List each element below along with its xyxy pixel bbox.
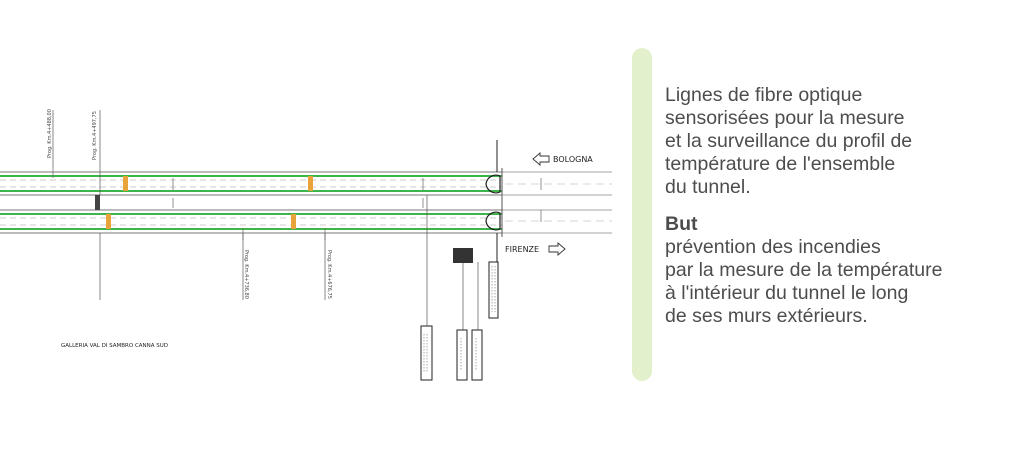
description-text: Lignes de fibre optique sensorisées pour…	[665, 84, 1005, 199]
cross-passage-marker	[95, 195, 100, 210]
direction-arrow-bologna: BOLOGNA	[532, 152, 593, 166]
chainage-label: Prog. Km.4+676,75	[326, 250, 332, 299]
description-panel: Lignes de fibre optique sensorisées pour…	[665, 84, 1005, 328]
direction-arrow-firenze: FIRENZE	[505, 242, 566, 256]
goal-line: prévention des incendies	[665, 236, 881, 258]
goal-line: à l'intérieur du tunnel le long	[665, 282, 909, 304]
signal-panel	[456, 329, 468, 381]
goal-text: prévention des incendies par la mesure d…	[665, 236, 1005, 328]
svg-text:FIRENZE: FIRENZE	[505, 245, 539, 254]
connector-marker	[291, 214, 296, 229]
accent-bar	[632, 48, 652, 381]
tunnel-tube-north	[0, 171, 502, 196]
chainage-label: Prog. Km.4+497,75	[92, 111, 98, 160]
connector-marker	[106, 214, 111, 229]
equipment-panels	[420, 248, 499, 381]
tunnel-technical-drawing: Prog. Km.4+488,00 Prog. Km.4+497,75 Prog…	[0, 109, 612, 381]
junction-box	[488, 261, 499, 319]
gallery-name: GALLERIA VAL DI SAMBRO CANNA SUD	[61, 343, 168, 349]
goal-line: par la mesure de la température	[665, 259, 943, 281]
description-line: Lignes de fibre optique	[665, 84, 863, 106]
tunnel-tube-south	[0, 209, 502, 234]
tunnel-exit-section	[501, 168, 612, 237]
tunnel-portal	[485, 140, 501, 278]
connector-marker	[308, 176, 313, 191]
description-line: et la surveillance du profil de	[665, 130, 913, 152]
signal-panel	[420, 325, 433, 381]
connector-marker	[123, 176, 128, 191]
chainage-label: Prog. Km.4+488,00	[47, 109, 53, 158]
goal-heading: But	[665, 213, 698, 235]
leader-lines	[52, 110, 479, 330]
control-cabinet	[453, 248, 473, 263]
fiber-connectors	[95, 176, 313, 229]
description-line: température de l'ensemble	[665, 153, 896, 175]
goal-line: de ses murs extérieurs.	[665, 305, 868, 327]
description-line: sensorisées pour la mesure	[665, 107, 905, 129]
description-line: du tunnel.	[665, 176, 751, 198]
svg-text:BOLOGNA: BOLOGNA	[553, 155, 593, 164]
chainage-label: Prog. Km.4+736,80	[243, 250, 249, 299]
signal-panel	[471, 329, 483, 381]
